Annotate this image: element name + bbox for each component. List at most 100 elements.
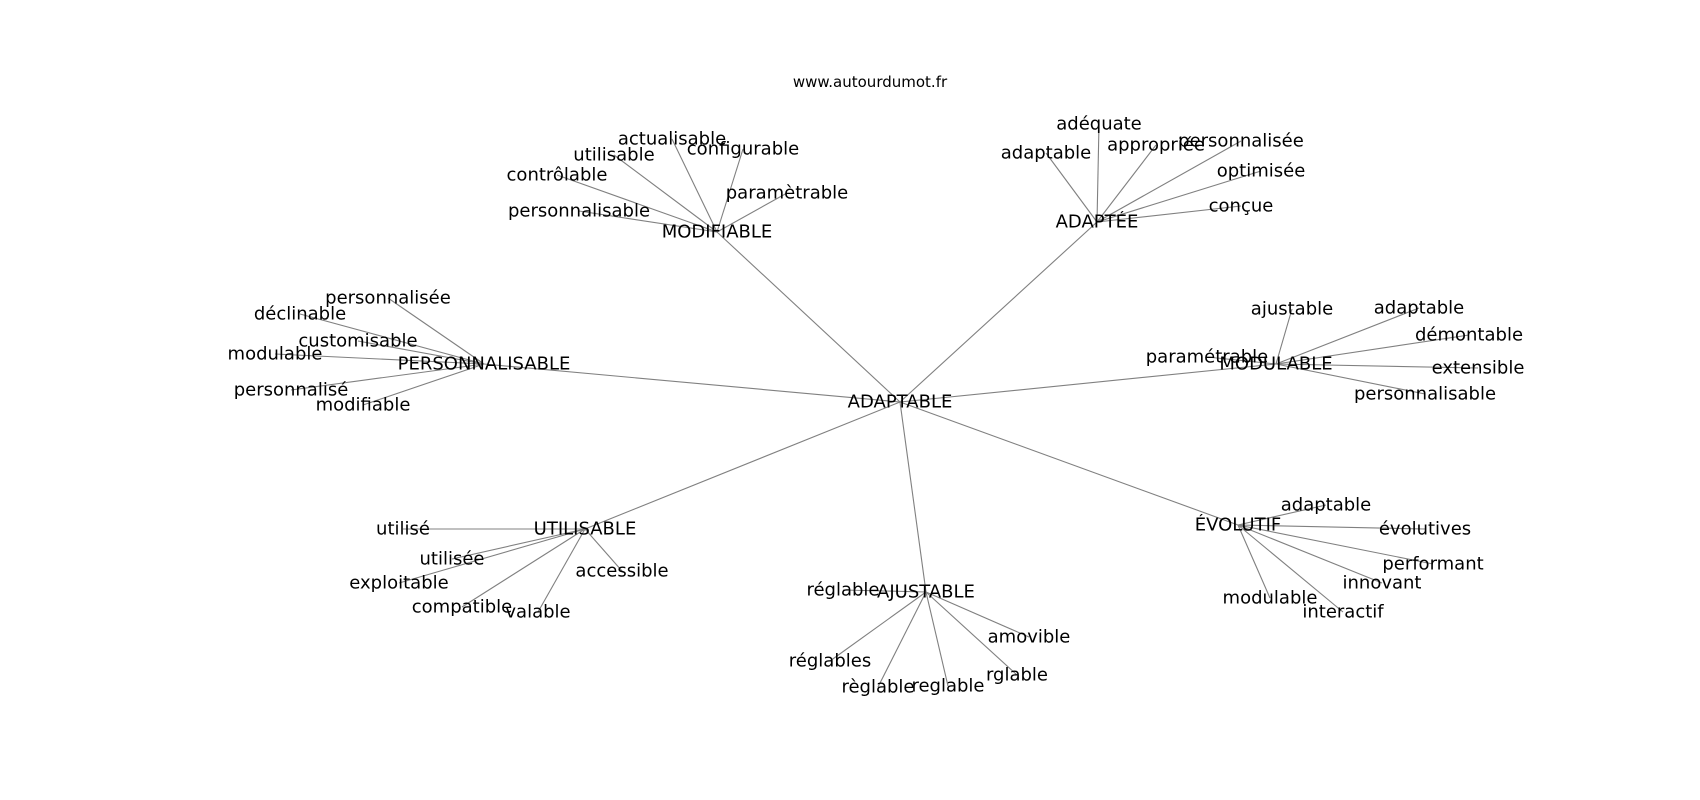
leaf-word-label: adéquate	[1056, 114, 1142, 135]
leaf-word-label: rglable	[986, 665, 1048, 686]
leaf-word-label: ajustable	[1251, 299, 1333, 320]
leaf-word-label: utilisée	[420, 549, 485, 570]
edge-6-3	[1237, 524, 1383, 584]
edge-5-2	[829, 591, 927, 662]
edge-4-5	[537, 528, 586, 613]
leaf-word-label: modulable	[1223, 588, 1318, 609]
edge-root-to-adaptée	[899, 221, 1098, 403]
branch-word-label: ÉVOLUTIF	[1195, 514, 1282, 536]
branch-word-label: MODULABLE	[1219, 354, 1332, 375]
leaf-word-label: reglable	[911, 676, 984, 697]
leaf-word-label: amovible	[988, 627, 1071, 648]
branch-word-label: MODIFIABLE	[662, 222, 773, 243]
edge-2-0	[387, 297, 485, 365]
leaf-word-label: modifiable	[316, 395, 411, 416]
leaf-word-label: conçue	[1209, 196, 1274, 217]
edge-root-to-modifiable	[716, 231, 901, 403]
leaf-word-label: valable	[505, 602, 570, 623]
edge-3-4	[1275, 363, 1479, 369]
edge-0-3	[556, 174, 718, 233]
edge-6-1	[1237, 524, 1426, 530]
leaf-word-label: réglables	[789, 651, 871, 672]
leaf-word-label: déclinable	[254, 304, 346, 325]
edge-2-2	[357, 340, 485, 365]
source-label: www.autourdumot.fr	[792, 73, 948, 91]
edge-4-3	[398, 528, 586, 584]
leaf-word-label: règlable	[841, 677, 914, 698]
edge-6-2	[1237, 524, 1434, 565]
edge-1-4	[1096, 170, 1262, 223]
leaf-word-label: interactif	[1302, 602, 1384, 623]
leaf-word-label: appropriée	[1107, 135, 1205, 156]
edge-0-5	[578, 210, 718, 233]
edge-6-4	[1237, 524, 1271, 599]
leaf-word-label: évolutives	[1379, 519, 1471, 540]
leaf-word-label: adaptable	[1374, 298, 1465, 319]
leaf-word-label: personnalisable	[1354, 384, 1496, 405]
graph-edges	[274, 123, 1479, 688]
edge-root-to-évolutif	[899, 401, 1239, 526]
edge-4-1	[451, 528, 586, 560]
edge-1-1	[1045, 152, 1098, 223]
edge-5-5	[925, 591, 949, 687]
edge-1-0	[1096, 123, 1100, 223]
edge-1-2	[1096, 144, 1157, 223]
leaf-word-label: configurable	[687, 139, 799, 160]
edge-0-0	[671, 138, 718, 233]
leaf-word-label: performant	[1382, 554, 1483, 575]
edge-5-4	[877, 591, 927, 688]
edge-0-2	[613, 154, 718, 233]
edge-0-1	[716, 148, 744, 233]
edge-1-5	[1096, 205, 1242, 223]
leaf-word-label: personnalisable	[508, 201, 650, 222]
edge-6-0	[1237, 504, 1327, 526]
branch-word-label: UTILISABLE	[534, 519, 637, 540]
edge-2-1	[299, 313, 485, 365]
edge-4-4	[461, 528, 586, 608]
edge-2-3	[274, 353, 485, 365]
edge-5-3	[925, 591, 1018, 676]
edge-2-5	[362, 363, 485, 406]
branch-word-label: PERSONNALISABLE	[398, 354, 571, 375]
branch-word-label: ADAPTÉE	[1056, 211, 1139, 233]
leaf-word-label: paramétrable	[1146, 347, 1268, 368]
edge-3-0	[1275, 308, 1293, 365]
leaf-word-label: accessible	[575, 561, 668, 582]
leaf-word-label: réglable	[806, 580, 879, 601]
leaf-word-label: modulable	[228, 344, 323, 365]
leaf-word-label: utilisé	[376, 519, 430, 540]
edge-1-3	[1096, 140, 1242, 223]
edge-2-4	[290, 363, 485, 391]
edge-root-to-modulable	[899, 363, 1277, 403]
edge-5-0	[842, 589, 927, 593]
leaf-word-label: personnalisé	[234, 380, 349, 401]
edge-root-to-ajustable	[899, 401, 927, 593]
leaf-word-label: personnalisée	[325, 288, 451, 309]
leaf-word-label: adaptable	[1281, 495, 1372, 516]
leaf-word-label: personnalisée	[1178, 131, 1304, 152]
leaf-word-label: actualisable	[618, 129, 726, 150]
edge-root-to-personnalisable	[483, 363, 901, 403]
root-word-label: ADAPTABLE	[848, 392, 953, 413]
edge-0-4	[716, 192, 788, 233]
edge-3-2	[1275, 334, 1470, 365]
edge-4-2	[584, 528, 623, 572]
leaf-word-label: paramètrable	[726, 183, 848, 204]
leaf-word-label: optimisée	[1217, 161, 1306, 182]
edge-5-1	[925, 591, 1030, 638]
edge-6-5	[1237, 524, 1344, 613]
edge-3-3	[1206, 356, 1277, 365]
graph-nodes: actualisableconfigurableutilisablecontrô…	[228, 114, 1525, 698]
branch-word-label: AJUSTABLE	[877, 582, 975, 603]
edge-3-1	[1275, 307, 1420, 365]
leaf-word-label: extensible	[1432, 358, 1525, 379]
leaf-word-label: exploitable	[349, 573, 448, 594]
edge-root-to-utilisable	[584, 401, 901, 530]
leaf-word-label: compatible	[412, 597, 512, 618]
leaf-word-label: adaptable	[1001, 143, 1092, 164]
edge-3-5	[1275, 363, 1426, 395]
leaf-word-label: utilisable	[573, 145, 654, 166]
leaf-word-label: customisable	[298, 331, 417, 352]
